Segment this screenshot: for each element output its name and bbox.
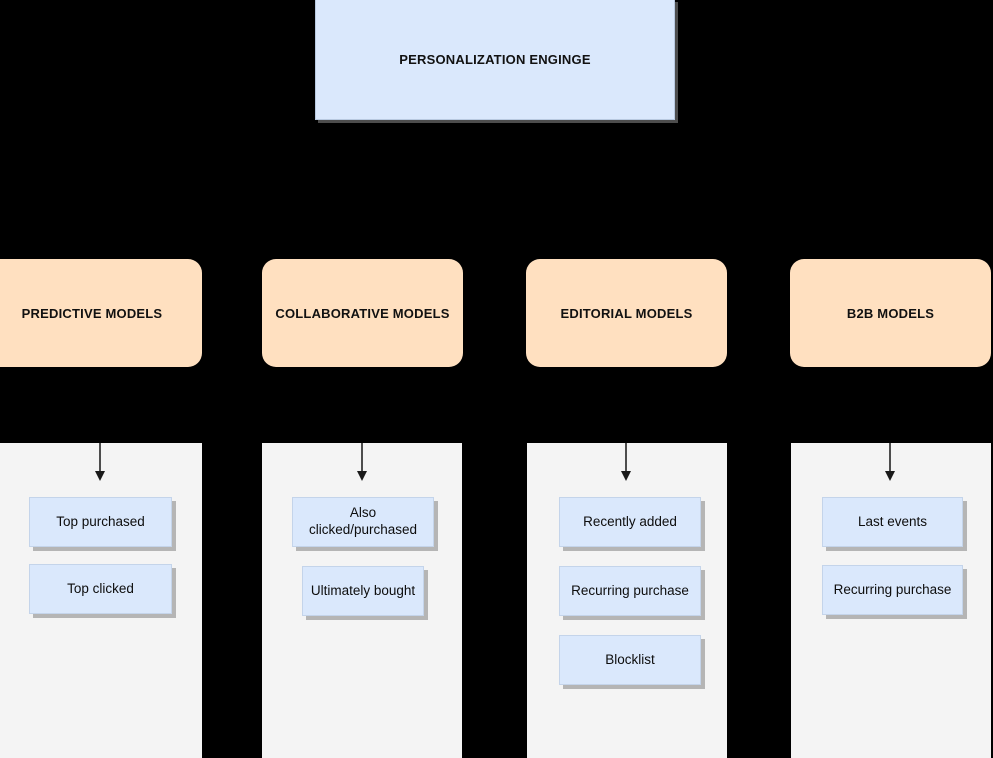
arrow-down-icon	[356, 443, 368, 485]
arrow-line	[889, 443, 891, 475]
item-label: Recurring purchase	[833, 581, 952, 597]
model-node-b2b[interactable]: B2B MODELS	[790, 259, 991, 367]
item-box[interactable]: Top clicked	[29, 564, 172, 614]
item-label: Blocklist	[605, 651, 655, 667]
item-label: Top clicked	[67, 580, 134, 596]
arrow-head	[95, 471, 105, 481]
item-label: Also clicked/purchased	[308, 505, 418, 537]
personalization-engine-node[interactable]: PERSONALIZATION ENGINGE	[315, 0, 675, 120]
item-label: Recurring purchase	[571, 582, 689, 598]
arrow-line	[99, 443, 101, 475]
column-panel-collaborative: Also clicked/purchased Ultimately bought	[262, 443, 462, 758]
model-node-label: COLLABORATIVE MODELS	[275, 305, 450, 321]
model-node-collaborative[interactable]: COLLABORATIVE MODELS	[262, 259, 463, 367]
column-panel-predictive: Top purchased Top clicked	[0, 443, 202, 758]
column-panel-b2b: Last events Recurring purchase	[791, 443, 991, 758]
item-box[interactable]: Ultimately bought	[302, 566, 424, 616]
model-node-editorial[interactable]: EDITORIAL MODELS	[526, 259, 727, 367]
model-node-label: B2B MODELS	[846, 305, 935, 321]
item-box[interactable]: Recently added	[559, 497, 701, 547]
item-box[interactable]: Also clicked/purchased	[292, 497, 434, 547]
item-box[interactable]: Recurring purchase	[822, 565, 963, 615]
model-node-label: PREDICTIVE MODELS	[21, 305, 163, 321]
column-panel-editorial: Recently added Recurring purchase Blockl…	[527, 443, 727, 758]
arrow-down-icon	[94, 443, 106, 485]
item-label: Last events	[857, 513, 928, 529]
arrow-down-icon	[884, 443, 896, 485]
item-label: Recently added	[583, 513, 677, 529]
personalization-engine-label: PERSONALIZATION ENGINGE	[399, 52, 591, 67]
arrow-head	[621, 471, 631, 481]
arrow-line	[625, 443, 627, 475]
item-label: Top purchased	[56, 513, 145, 529]
item-box[interactable]: Last events	[822, 497, 963, 547]
arrow-line	[361, 443, 363, 475]
model-node-predictive[interactable]: PREDICTIVE MODELS	[0, 259, 202, 367]
arrow-down-icon	[620, 443, 632, 485]
model-node-label: EDITORIAL MODELS	[560, 305, 693, 321]
item-label: Ultimately bought	[310, 582, 416, 598]
arrow-head	[357, 471, 367, 481]
item-box[interactable]: Blocklist	[559, 635, 701, 685]
arrow-head	[885, 471, 895, 481]
item-box[interactable]: Top purchased	[29, 497, 172, 547]
item-box[interactable]: Recurring purchase	[559, 566, 701, 616]
